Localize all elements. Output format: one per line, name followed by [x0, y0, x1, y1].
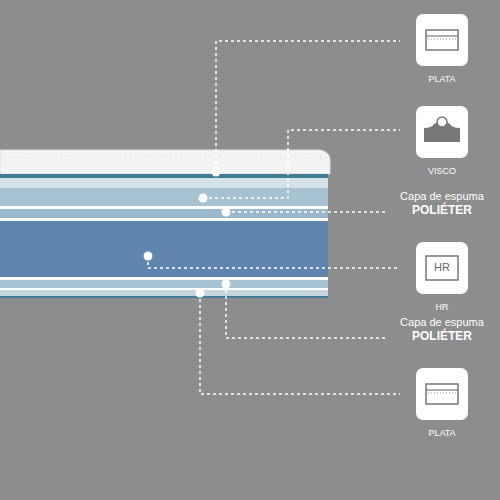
- icon-text: HR: [434, 261, 450, 273]
- polieter-layer: [0, 209, 328, 218]
- layer-line: [0, 206, 328, 209]
- leader-lines: [148, 41, 400, 394]
- visco-icon: [416, 106, 468, 158]
- layer-name: Capa de espuma: [400, 316, 484, 328]
- hr-core: [0, 221, 328, 277]
- hr-icon: [416, 242, 468, 294]
- plata-icon: [416, 368, 468, 420]
- polieter-layer: [0, 280, 328, 288]
- layer-name: POLIÉTER: [412, 330, 472, 343]
- layer-line: [0, 288, 328, 290]
- quilting: [0, 156, 328, 158]
- plata-layer: [0, 178, 328, 188]
- layer-name: POLIÉTER: [412, 204, 472, 217]
- icon-caption: VISCO: [428, 167, 456, 177]
- plata-icon: [416, 14, 468, 66]
- layer-line: [0, 174, 328, 178]
- icon-caption: HR: [436, 303, 449, 313]
- layer-line: [0, 218, 328, 221]
- plata-layer: [0, 290, 328, 296]
- leader-dots: [144, 168, 231, 298]
- visco-layer: [0, 188, 328, 206]
- icon-caption: PLATA: [428, 429, 455, 439]
- quilted-top: [0, 150, 330, 174]
- icon-caption: PLATA: [428, 75, 455, 85]
- layer-name: Capa de espuma: [400, 190, 484, 202]
- layer-line: [0, 296, 328, 298]
- layer-line: [0, 277, 328, 280]
